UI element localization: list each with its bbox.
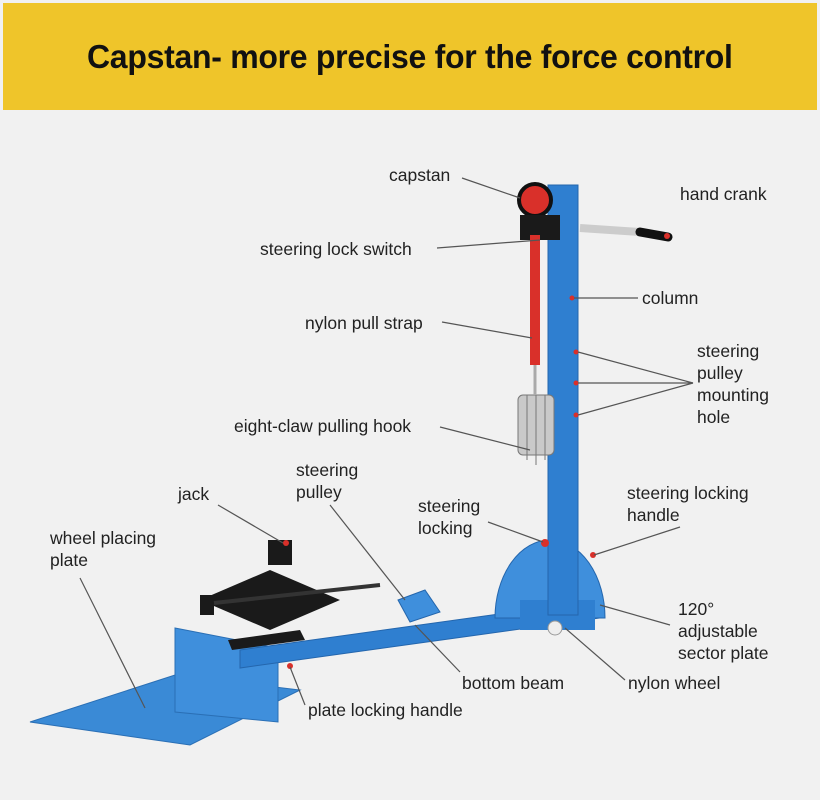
label-steering-pulley: steering pulley [296, 459, 358, 503]
label-line: mounting [697, 385, 769, 405]
title-banner: Capstan- more precise for the force cont… [3, 3, 817, 110]
label-steering-lock-switch: steering lock switch [260, 239, 412, 259]
label-bottom-beam: bottom beam [462, 673, 565, 693]
label-line: steering [697, 341, 760, 361]
label-capstan: capstan [389, 165, 451, 185]
label-jack: jack [178, 484, 210, 504]
label-line: sector plate [678, 643, 769, 663]
label-sector-plate: 120° adjustable sector plate [678, 598, 768, 664]
label-hand-crank: hand crank [680, 184, 767, 204]
label-wheel-plate: wheel placing plate [50, 527, 156, 571]
eight-claw-hook [517, 394, 555, 465]
label-nylon-pull-strap: nylon pull strap [305, 313, 423, 333]
label-hook: eight-claw pulling hook [234, 416, 412, 436]
label-line: steering locking [627, 483, 749, 503]
label-line: plate [50, 550, 88, 570]
page-title: Capstan- more precise for the force cont… [87, 37, 733, 75]
nylon-pull-strap [530, 235, 540, 365]
label-nylon-wheel: nylon wheel [628, 673, 721, 693]
jack [200, 540, 381, 650]
label-line: adjustable [678, 621, 758, 641]
label-steering-locking: steering locking [418, 495, 480, 539]
label-line: steering [296, 460, 359, 480]
label-pulley-mounting-hole: steering pulley mounting hole [697, 340, 769, 428]
label-steering-locking-handle: steering locking handle [627, 482, 749, 526]
label-line: wheel placing [50, 528, 157, 548]
label-line: 120° [678, 599, 715, 619]
label-line: hole [697, 407, 731, 427]
steering-pulley-bracket [397, 589, 441, 623]
hand-crank [579, 224, 641, 236]
capstan [517, 182, 553, 218]
label-column: column [642, 288, 699, 308]
label-plate-locking-handle: plate locking handle [308, 700, 463, 720]
label-line: pulley [697, 363, 743, 383]
leader-lines [79, 177, 694, 709]
label-line: locking [418, 518, 473, 538]
nylon-wheel [547, 620, 563, 636]
label-line: steering [418, 496, 481, 516]
label-line: handle [627, 505, 680, 525]
label-line: pulley [296, 482, 342, 502]
